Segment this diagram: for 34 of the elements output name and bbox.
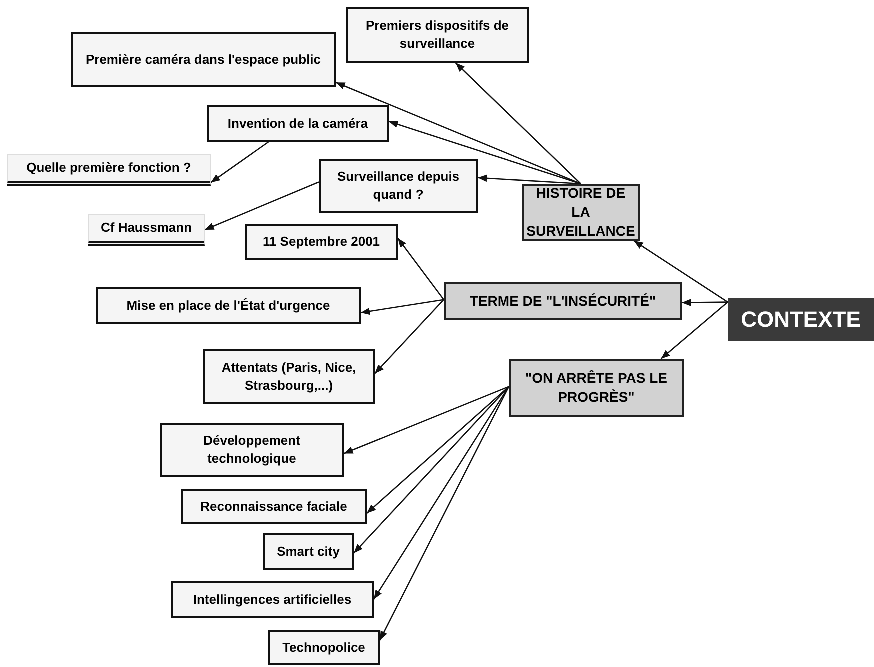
subtopic-box: Développement technologique <box>160 423 344 477</box>
arrow <box>336 82 582 185</box>
subtopic-box: 11 Septembre 2001 <box>245 224 398 260</box>
arrow <box>374 299 444 374</box>
arrow <box>360 299 444 316</box>
subtopic-box: Premiers dispositifs de surveillance <box>346 7 529 63</box>
arrow <box>660 302 728 360</box>
subtopic-box: Mise en place de l'État d'urgence <box>96 287 361 324</box>
arrow <box>682 299 728 306</box>
topic-box: "ON ARRÊTE PAS LE PROGRÈS" <box>509 359 684 417</box>
subtopic-box: Technopolice <box>268 630 380 665</box>
note-box: Cf Haussmann <box>88 214 205 246</box>
subtopic-box: Attentats (Paris, Nice, Strasbourg,...) <box>203 349 375 404</box>
topic-box: HISTOIRE DE LA SURVEILLANCE <box>522 184 640 241</box>
arrow <box>204 182 320 231</box>
subtopic-box: Smart city <box>263 533 354 570</box>
arrow <box>455 62 582 184</box>
arrow <box>634 240 728 303</box>
note-box: Quelle première fonction ? <box>7 154 211 186</box>
subtopic-box: Première caméra dans l'espace public <box>71 32 336 87</box>
arrow <box>373 386 510 600</box>
arrow <box>478 174 582 185</box>
arrow <box>388 121 582 185</box>
arrow <box>344 386 510 454</box>
root-topic-box: CONTEXTE <box>728 298 874 341</box>
arrow <box>379 386 510 641</box>
arrow <box>210 141 270 184</box>
topic-box: TERME DE "L'INSÉCURITÉ" <box>444 282 682 320</box>
arrow <box>397 238 445 300</box>
subtopic-box: Reconnaissance faciale <box>181 489 367 524</box>
subtopic-box: Surveillance depuis quand ? <box>319 159 478 213</box>
arrow <box>366 386 510 514</box>
subtopic-box: Intellingences artificielles <box>171 581 374 618</box>
subtopic-box: Invention de la caméra <box>207 105 389 142</box>
